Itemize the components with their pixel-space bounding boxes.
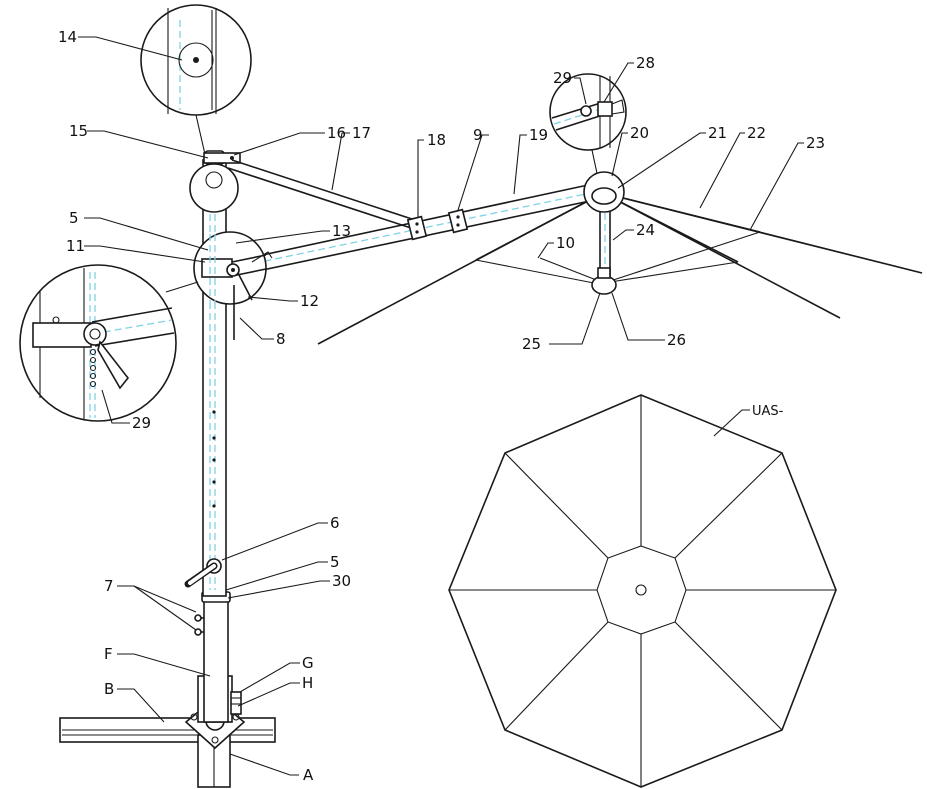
part-labels: 14 15 16 17 18 9 19 29 28 20 21 22 23 5 … <box>58 28 825 784</box>
label-29-left: 29 <box>132 414 151 432</box>
knob-7 <box>194 614 204 636</box>
label-24: 24 <box>636 221 655 239</box>
canopy-ribs <box>317 192 923 345</box>
label-F: F <box>104 645 113 663</box>
label-29-top: 29 <box>553 69 572 87</box>
label-14: 14 <box>58 28 77 46</box>
label-canopy: UAS- <box>752 404 784 419</box>
main-pole <box>202 150 227 597</box>
label-12: 12 <box>300 292 319 310</box>
pole-top-hub <box>189 152 241 213</box>
cross-base <box>59 675 276 788</box>
label-25: 25 <box>522 335 541 353</box>
leader-lines <box>78 36 804 776</box>
label-10: 10 <box>556 234 575 252</box>
detail-circle-arm-end <box>549 73 627 179</box>
label-6: 6 <box>330 514 340 532</box>
label-28: 28 <box>636 54 655 72</box>
label-13: 13 <box>332 222 351 240</box>
label-18: 18 <box>427 131 446 149</box>
canopy-top-view <box>448 394 837 788</box>
label-A: A <box>303 766 314 784</box>
label-H: H <box>302 674 313 692</box>
label-23: 23 <box>806 134 825 152</box>
label-16: 16 <box>327 124 346 142</box>
label-22: 22 <box>747 124 766 142</box>
crank-handle <box>184 558 222 588</box>
label-5-upper: 5 <box>69 209 79 227</box>
base-knob <box>230 691 242 715</box>
label-8: 8 <box>276 330 286 348</box>
detail-circle-hinge <box>19 264 199 422</box>
label-11: 11 <box>66 237 85 255</box>
label-30: 30 <box>332 572 351 590</box>
label-26: 26 <box>667 331 686 349</box>
lower-pole <box>201 591 231 723</box>
label-9: 9 <box>473 126 483 144</box>
label-G: G <box>302 654 314 672</box>
label-7: 7 <box>104 577 114 595</box>
label-19: 19 <box>529 126 548 144</box>
strut-17 <box>227 159 419 230</box>
label-21: 21 <box>708 124 727 142</box>
label-5-lower: 5 <box>330 553 340 571</box>
label-17: 17 <box>352 124 371 142</box>
main-arm <box>229 181 605 277</box>
label-15: 15 <box>69 122 88 140</box>
detail-circle-top <box>140 4 252 186</box>
label-20: 20 <box>630 124 649 142</box>
hinge-joint <box>193 231 273 340</box>
label-B: B <box>104 680 114 698</box>
hub-post <box>583 171 625 295</box>
